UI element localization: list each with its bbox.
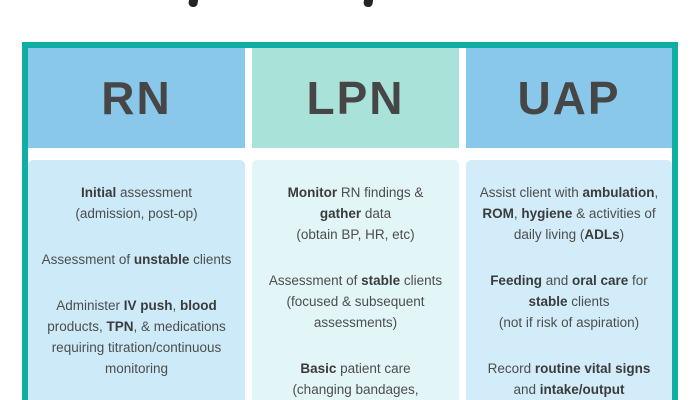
table-body-row: Initial assessment (admission, post-op) A… bbox=[28, 160, 672, 400]
text: , bbox=[172, 298, 181, 313]
delegation-comparison-table: RN LPN UAP Initial assessment (admission… bbox=[22, 42, 678, 400]
text: , bbox=[654, 185, 659, 200]
column-body-rn: Initial assessment (admission, post-op) A… bbox=[28, 160, 245, 400]
bold-text: Monitor bbox=[287, 185, 338, 200]
cropped-title-descender bbox=[363, 0, 374, 8]
text: & activities of daily living ( bbox=[513, 206, 656, 242]
text: Administer bbox=[56, 298, 124, 313]
bold-text: Initial bbox=[80, 185, 117, 200]
bold-text: ambulation bbox=[582, 185, 655, 200]
table-header-row: RN LPN UAP bbox=[28, 48, 672, 148]
bold-text: routine vital signs bbox=[534, 361, 651, 376]
text: , & medications requiring titration/cont… bbox=[51, 319, 226, 376]
bold-text: stable bbox=[361, 273, 401, 288]
text: clients (focused & subsequent assessment… bbox=[286, 273, 443, 330]
bold-text: blood bbox=[180, 298, 217, 313]
bold-text: Feeding bbox=[490, 273, 542, 288]
bold-text: IV push bbox=[123, 298, 173, 313]
body-paragraph: Administer IV push, blood products, TPN,… bbox=[36, 295, 237, 379]
text: products, bbox=[47, 319, 103, 334]
bold-text: gather bbox=[319, 206, 362, 221]
text: , bbox=[513, 206, 522, 221]
text: patient care (changing bandages, inserti… bbox=[292, 361, 419, 397]
bold-text: hygiene bbox=[521, 206, 573, 221]
column-body-lpn: Monitor RN findings & gather data (obtai… bbox=[252, 160, 459, 400]
bold-text: stable bbox=[528, 294, 568, 309]
bold-text: oral care bbox=[571, 273, 629, 288]
text: Assist client with bbox=[479, 185, 583, 200]
text: Assessment of bbox=[268, 273, 362, 288]
column-header-rn: RN bbox=[28, 48, 245, 148]
bold-text: ADLs bbox=[584, 227, 620, 242]
body-paragraph: Assist client with ambulation, ROM, hygi… bbox=[474, 182, 664, 245]
text: Record bbox=[487, 361, 535, 376]
column-header-uap: UAP bbox=[466, 48, 672, 148]
text: ) bbox=[619, 227, 625, 242]
bold-text: ROM bbox=[482, 206, 514, 221]
text: clients (not if risk of aspiration) bbox=[498, 294, 640, 330]
text: and bbox=[513, 382, 537, 397]
body-paragraph: Monitor RN findings & gather data (obtai… bbox=[260, 182, 451, 245]
cropped-title-descender bbox=[188, 0, 199, 8]
text: RN findings & bbox=[340, 185, 424, 200]
text: clients bbox=[189, 252, 232, 267]
body-paragraph: Feeding and oral care for stable clients… bbox=[474, 270, 664, 333]
text: data (obtain BP, HR, etc) bbox=[296, 206, 415, 242]
body-paragraph: Initial assessment (admission, post-op) bbox=[36, 182, 237, 224]
text: and bbox=[541, 273, 572, 288]
text: for bbox=[632, 273, 648, 288]
body-paragraph: Record routine vital signs and intake/ou… bbox=[474, 358, 664, 400]
bold-text: TPN bbox=[106, 319, 134, 334]
column-body-uap: Assist client with ambulation, ROM, hygi… bbox=[466, 160, 672, 400]
bold-text: intake/output bbox=[539, 382, 625, 397]
body-paragraph: Basic patient care (changing bandages, i… bbox=[260, 358, 451, 400]
column-header-lpn: LPN bbox=[252, 48, 459, 148]
text: Assessment of bbox=[41, 252, 134, 267]
body-paragraph: Assessment of unstable clients bbox=[36, 249, 237, 270]
text: assessment (admission, post-op) bbox=[75, 185, 198, 221]
bold-text: Basic bbox=[300, 361, 337, 376]
bold-text: unstable bbox=[133, 252, 190, 267]
body-paragraph: Assessment of stable clients (focused & … bbox=[260, 270, 451, 333]
